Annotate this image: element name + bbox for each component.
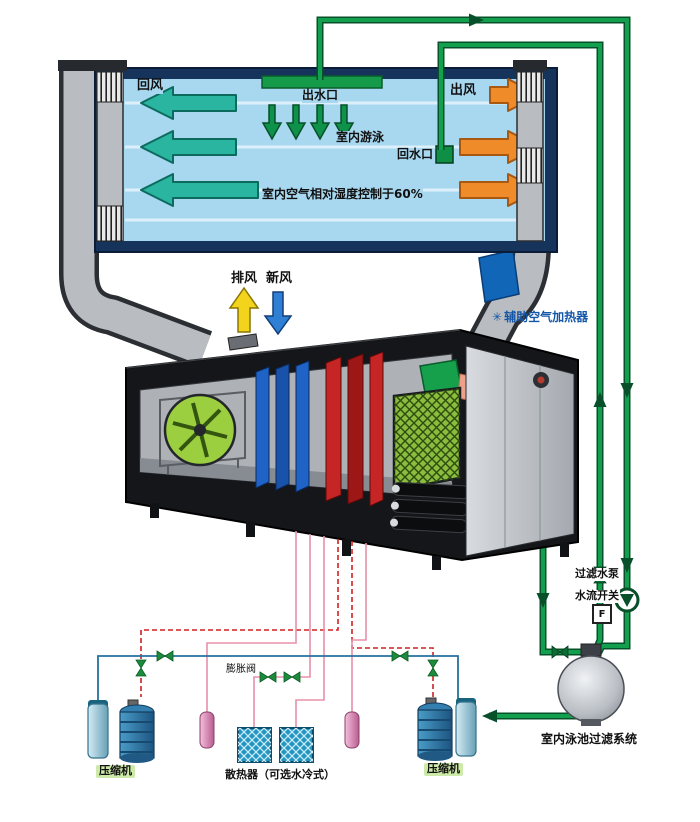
- air-handling-unit: [125, 328, 579, 570]
- fan-logo-icon: [533, 372, 549, 388]
- flow-arrow-right-icon: [469, 13, 484, 27]
- supply-arrow-icon: [140, 130, 237, 164]
- water-outlet-down-arrows: [261, 104, 355, 141]
- fresh-air-label: 新风: [266, 271, 293, 286]
- fan-grille: [392, 386, 462, 492]
- flow-arrow-up-icon: [593, 392, 607, 407]
- cooling-coil-blue: [255, 360, 310, 493]
- exhaust-up-arrow-icon: [228, 286, 260, 333]
- filter-pump-symbol: [614, 587, 640, 613]
- ahu-end-panel: [465, 345, 575, 557]
- snowflake-icon: ✳: [492, 310, 503, 324]
- valve-icon: [391, 650, 409, 662]
- duct-cap-left: [58, 60, 100, 71]
- radiator-right: [279, 727, 314, 763]
- duct-cap-right: [513, 60, 547, 71]
- expansion-valves: [135, 650, 439, 683]
- valve-icon: [551, 645, 569, 659]
- duct-cap-left2: [93, 60, 127, 71]
- flow-switch-box: F: [592, 604, 612, 624]
- aux-heater-label: ✳ 辅助空气加热器: [492, 310, 589, 325]
- receiver-right: [344, 711, 360, 749]
- filter-pump-label: 过滤水泵: [574, 567, 620, 581]
- expansion-valve-label: 膨胀阀: [226, 664, 256, 675]
- compressor-right-label: 压缩机: [424, 762, 463, 776]
- fresh-air-opening: [478, 249, 520, 303]
- pool-return-air-label: 回风: [137, 78, 164, 94]
- supply-arrow-icon: [140, 173, 259, 207]
- supply-arrow-icon: [140, 86, 237, 120]
- supply-air-arrows: [140, 86, 259, 207]
- valve-icon: [283, 671, 301, 683]
- compressor-tubes: [390, 481, 470, 534]
- down-arrow-icon: [285, 104, 307, 141]
- radiator-left: [237, 727, 272, 763]
- condenser-coil-red: [325, 351, 384, 507]
- pool-water-outlet-label: 出水口: [302, 88, 339, 103]
- down-arrow-icon: [309, 104, 331, 141]
- pool-filter-system-label: 室内泳池过滤系统: [541, 732, 638, 746]
- compressor-right: [417, 697, 477, 761]
- compressor-left: [87, 699, 155, 763]
- fan-stand: [159, 390, 246, 474]
- refrigerant-lines: [97, 531, 459, 728]
- ahu-legs: [150, 503, 569, 570]
- flow-switch-label: 水流开关: [574, 589, 620, 603]
- fresh-air-down-arrow-icon: [263, 291, 293, 336]
- exhaust-air-label: 排风: [231, 271, 258, 286]
- left-duct: [59, 70, 213, 369]
- flow-arrow-down-icon: [620, 558, 634, 573]
- pool-humidity-label: 室内空气相对湿度控制于60%: [262, 187, 423, 202]
- flow-arrow-down-icon: [536, 593, 550, 608]
- right-duct: [469, 244, 551, 352]
- exhaust-collar: [227, 333, 259, 351]
- pool-indoor-swimming-label: 室内游泳: [336, 130, 385, 145]
- left-wall-grille: [96, 71, 124, 242]
- valve-icon: [259, 671, 277, 683]
- radiator-label: 散热器（可选水冷式）: [225, 768, 335, 781]
- down-arrow-icon: [261, 104, 283, 141]
- valve-icon: [156, 650, 174, 662]
- pool-water-return-label: 回水口: [397, 147, 434, 162]
- valve-icon: [427, 659, 439, 677]
- aux-heater-text: 辅助空气加热器: [504, 310, 589, 324]
- sand-filter-tank: [557, 643, 625, 726]
- flow-arrows: [469, 13, 634, 723]
- flow-arrow-left-icon: [482, 709, 497, 723]
- supply-fan-icon: [163, 393, 237, 467]
- flow-arrow-down-icon: [620, 383, 634, 398]
- right-wall-grille: [516, 71, 544, 242]
- compressor-left-label: 压缩机: [96, 764, 135, 778]
- heater-branch-pipe: [539, 500, 584, 656]
- valve-icon: [135, 659, 147, 677]
- receiver-left: [199, 711, 215, 749]
- exhaust-arrow-icon: [489, 78, 541, 112]
- pool-air-out-label: 出风: [450, 83, 477, 99]
